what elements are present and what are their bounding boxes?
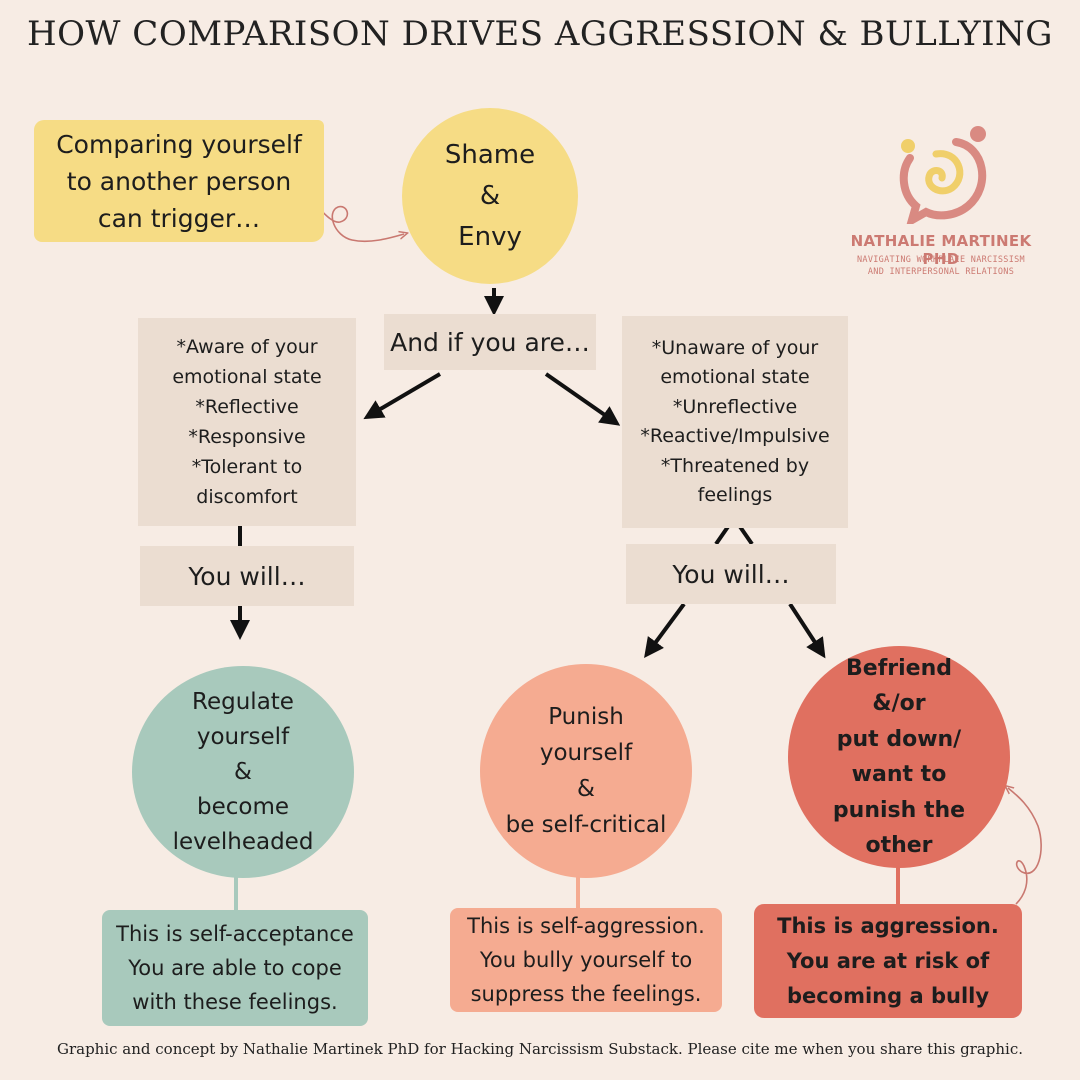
aware-traits-box: *Aware of your emotional state *Reflecti… (138, 318, 356, 526)
aware-you-will-box: You will… (140, 546, 354, 606)
arrow-youwill-to-befriend (788, 602, 826, 659)
emotions-circle: Shame & Envy (402, 108, 578, 284)
trait-line: emotional state (660, 366, 810, 388)
trait-line: *Tolerant to (191, 456, 303, 478)
emotion-line: Envy (458, 221, 522, 252)
tagline-line: AND INTERPERSONAL RELATIONS (867, 267, 1015, 277)
aggression-box: This is aggression. You are at risk of b… (754, 904, 1022, 1018)
self-acceptance-box: This is self-acceptance You are able to … (102, 910, 368, 1026)
trigger-line: Comparing yourself (56, 129, 302, 159)
summary-line: You are at risk of (786, 948, 990, 973)
trait-line: *Unreflective (672, 395, 798, 418)
outcome-line: want to (851, 762, 947, 787)
self-aggression-box: This is self-aggression. You bully yours… (450, 908, 722, 1012)
outcome-line: &/or (872, 691, 926, 716)
trait-line: *Unaware of your (651, 336, 819, 359)
unaware-traits-box: *Unaware of your emotional state *Unrefl… (622, 316, 848, 528)
summary-line: suppress the feelings. (470, 982, 702, 1006)
outcome-line: become (196, 793, 290, 820)
regulate-circle: Regulate yourself & become levelheaded (132, 666, 354, 878)
outcome-line: yourself (539, 740, 633, 766)
outcome-line: Punish (548, 704, 624, 730)
trait-line: *Aware of your (176, 336, 318, 358)
punish-circle: Punish yourself & be self-critical (480, 664, 692, 878)
unaware-you-will-box: You will… (626, 544, 836, 604)
trait-line: feelings (697, 484, 773, 506)
you-will-label: You will… (672, 559, 790, 589)
tagline-line: NAVIGATING WORKPLACE NARCISSISM (857, 255, 1025, 265)
arrow-condition-to-unaware (544, 372, 621, 426)
summary-line: This is aggression. (777, 913, 999, 938)
brand-name: NATHALIE MARTINEK PHD (850, 232, 1032, 268)
emotion-line: & (479, 180, 501, 211)
trigger-box: Comparing yourself to another person can… (34, 120, 324, 242)
trait-line: *Reflective (195, 396, 299, 418)
emotion-line: Shame (444, 139, 536, 170)
brand-logo-icon (899, 126, 987, 224)
trait-line: emotional state (172, 366, 322, 388)
trait-line: *Responsive (188, 426, 306, 448)
condition-box: And if you are… (384, 314, 596, 370)
outcome-line: other (865, 833, 933, 858)
outcome-line: put down/ (836, 726, 962, 752)
arrow-condition-to-aware (363, 372, 442, 420)
summary-line: This is self-aggression. (467, 914, 705, 938)
arrow-youwill-to-punish (644, 602, 686, 659)
trait-line: *Threatened by (660, 454, 810, 477)
trigger-line: can trigger… (97, 203, 261, 233)
outcome-line: levelheaded (172, 828, 314, 855)
outcome-line: Regulate (192, 688, 294, 715)
summary-line: You bully yourself to (479, 948, 693, 972)
curl-arrow-aggression (1008, 788, 1042, 905)
brand-tagline: NAVIGATING WORKPLACE NARCISSISM AND INTE… (830, 254, 1052, 278)
curl-arrow-trigger (301, 191, 404, 243)
outcome-line: be self-critical (505, 812, 667, 838)
befriend-circle: Befriend &/or put down/ want to punish t… (788, 646, 1010, 868)
page-title: HOW COMPARISON DRIVES AGGRESSION & BULLY… (27, 14, 1053, 54)
outcome-line: yourself (196, 723, 290, 750)
condition-label: And if you are… (390, 327, 590, 357)
trait-line: discomfort (196, 486, 298, 508)
outcome-line: & (577, 776, 595, 802)
summary-line: with these feelings. (132, 990, 338, 1014)
summary-line: This is self-acceptance (116, 922, 354, 946)
outcome-line: punish the (832, 797, 966, 823)
you-will-label: You will… (188, 561, 306, 591)
summary-line: You are able to cope (128, 956, 342, 980)
trait-line: *Reactive/Impulsive (640, 425, 830, 447)
footer-credit: Graphic and concept by Nathalie Martinek… (56, 1040, 1024, 1058)
trigger-line: to another person (66, 166, 292, 196)
summary-line: becoming a bully (786, 983, 990, 1008)
outcome-line: Befriend (846, 655, 952, 681)
outcome-line: & (234, 758, 252, 785)
